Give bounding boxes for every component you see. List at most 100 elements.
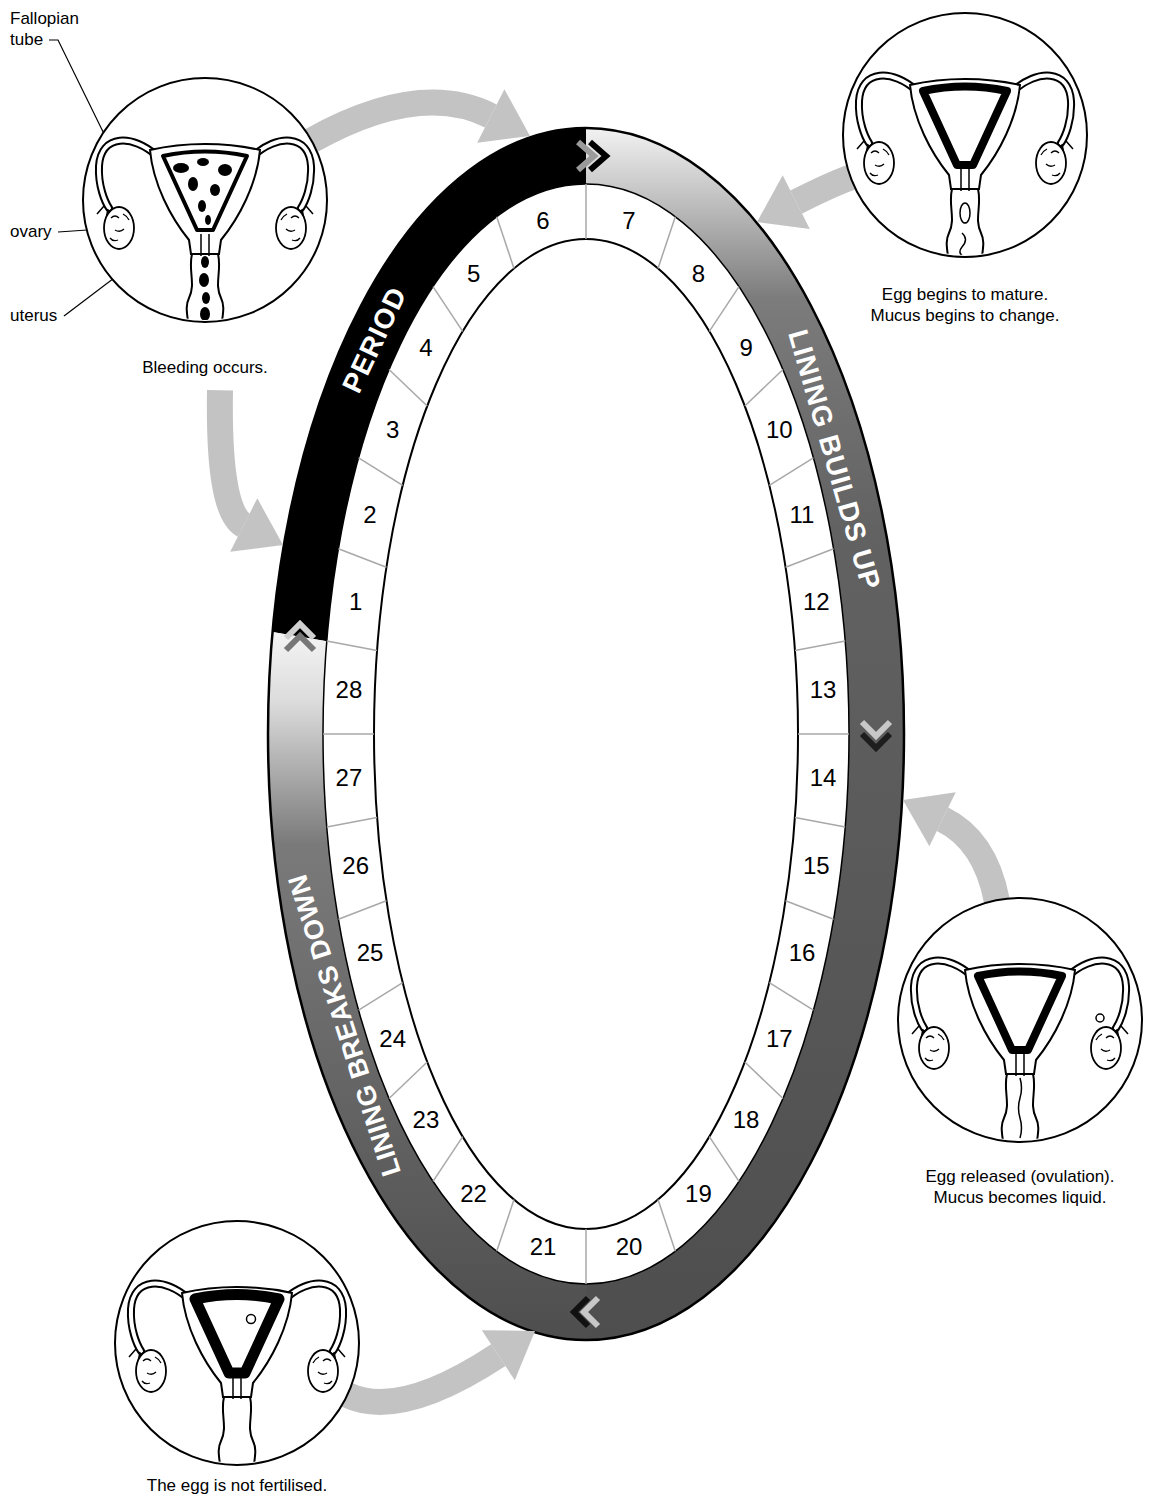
flow-arrow [220, 390, 283, 552]
day-separator [497, 217, 514, 269]
day-ring [323, 184, 849, 1284]
drawn-use [129, 1284, 345, 1468]
uterus-illustration [112, 1218, 362, 1468]
day-separator [497, 1200, 514, 1252]
day-separator [585, 184, 587, 239]
day-number: 22 [460, 1182, 487, 1206]
inner-oval [374, 239, 798, 1229]
day-separator [658, 217, 675, 269]
day-number: 10 [766, 418, 793, 442]
day-number: 15 [803, 854, 830, 878]
day-separator [798, 733, 849, 735]
day-number: 5 [467, 262, 480, 286]
day-separator [795, 818, 845, 827]
caption-box: Bleeding occurs. [105, 357, 305, 378]
day-separator [658, 1200, 675, 1252]
day-separator [327, 641, 377, 650]
day-separator [338, 901, 386, 920]
drawn-polyline [590, 142, 606, 170]
day-number: 21 [530, 1235, 557, 1259]
outer-outline [268, 128, 904, 1340]
arrow-head [757, 175, 810, 229]
day-number: 25 [357, 941, 384, 965]
stage-circle: Bleeding occurs. [80, 75, 330, 325]
day-number: 14 [810, 766, 837, 790]
day-number: 23 [413, 1108, 440, 1132]
day-number: 7 [622, 209, 635, 233]
drawn-ellipse [205, 215, 211, 225]
drawn-g [129, 1284, 345, 1468]
day-separator [769, 983, 813, 1011]
drawn-ellipse [960, 203, 970, 223]
arrow-shaft [796, 177, 850, 202]
arrow-head [230, 498, 283, 552]
arrow-head [903, 792, 956, 846]
drawn-circle [115, 1221, 359, 1465]
drawn-ellipse [197, 158, 209, 166]
day-separator [359, 983, 403, 1011]
part-label: Fallopian tube [10, 8, 92, 51]
stage-circle: The egg is not fertilised. [112, 1218, 362, 1468]
day-separator [338, 549, 386, 568]
arrow-shaft [943, 819, 997, 900]
day-number: 4 [419, 336, 432, 360]
drawn-circle [843, 13, 1087, 257]
day-number: 24 [379, 1027, 406, 1051]
day-separator [327, 818, 377, 827]
day-separator [745, 370, 783, 407]
drawn-g [912, 961, 1128, 1145]
stage-circle: Egg released (ovulation). Mucus becomes … [895, 895, 1145, 1145]
drawn-polyline [574, 1298, 588, 1326]
day-number: 19 [685, 1182, 712, 1206]
day-separator [323, 733, 374, 735]
arrow-shaft [312, 103, 491, 141]
day-separator [709, 287, 739, 332]
day-number: 8 [692, 262, 705, 286]
drawn-ellipse [210, 184, 220, 196]
drawn-use [97, 141, 313, 325]
day-separator [433, 287, 463, 332]
day-separator [433, 1137, 463, 1182]
arrow-head [482, 1330, 535, 1380]
day-separator [585, 1229, 587, 1284]
drawn-path [195, 1295, 279, 1374]
day-number: 27 [336, 766, 363, 790]
part-label: ovary [10, 221, 52, 242]
arrow-head [477, 89, 530, 143]
drawn-ellipse [218, 164, 232, 176]
day-number: 20 [616, 1235, 643, 1259]
day-number: 1 [349, 590, 362, 614]
drawn-ellipse [173, 163, 189, 173]
caption-text: Bleeding occurs. [105, 357, 305, 378]
drawn-ellipse [201, 256, 209, 268]
flow-arrow [757, 175, 851, 229]
caption-box: Egg begins to mature. Mucus begins to ch… [859, 284, 1071, 327]
uterus-illustration [80, 75, 330, 325]
drawn-circle [83, 78, 327, 322]
day-separator [769, 458, 813, 486]
day-separator [795, 641, 845, 650]
day-separator [359, 458, 403, 486]
drawn-g [857, 76, 1073, 260]
uterus-illustration [840, 10, 1090, 260]
drawn-ellipse [200, 307, 210, 321]
day-separator [389, 370, 427, 407]
caption-text: The egg is not fertilised. [117, 1475, 357, 1496]
flow-arrow [347, 1330, 535, 1402]
day-number: 3 [386, 418, 399, 442]
arrow-shaft [220, 390, 244, 525]
drawn-polyline [286, 636, 314, 650]
drawn-circle [247, 1315, 256, 1324]
caption-box: The egg is not fertilised. [117, 1475, 357, 1496]
uterus-illustration [895, 895, 1145, 1145]
day-number: 9 [739, 336, 752, 360]
day-number: 17 [766, 1027, 793, 1051]
caption-box: Egg released (ovulation). Mucus becomes … [908, 1166, 1133, 1209]
day-number: 13 [810, 678, 837, 702]
day-separator [389, 1062, 427, 1099]
caption-text: Egg released (ovulation). Mucus becomes … [908, 1166, 1133, 1209]
day-separator [709, 1137, 739, 1182]
day-number: 26 [342, 854, 369, 878]
day-separator [786, 549, 834, 568]
drawn-use [912, 961, 1128, 1145]
